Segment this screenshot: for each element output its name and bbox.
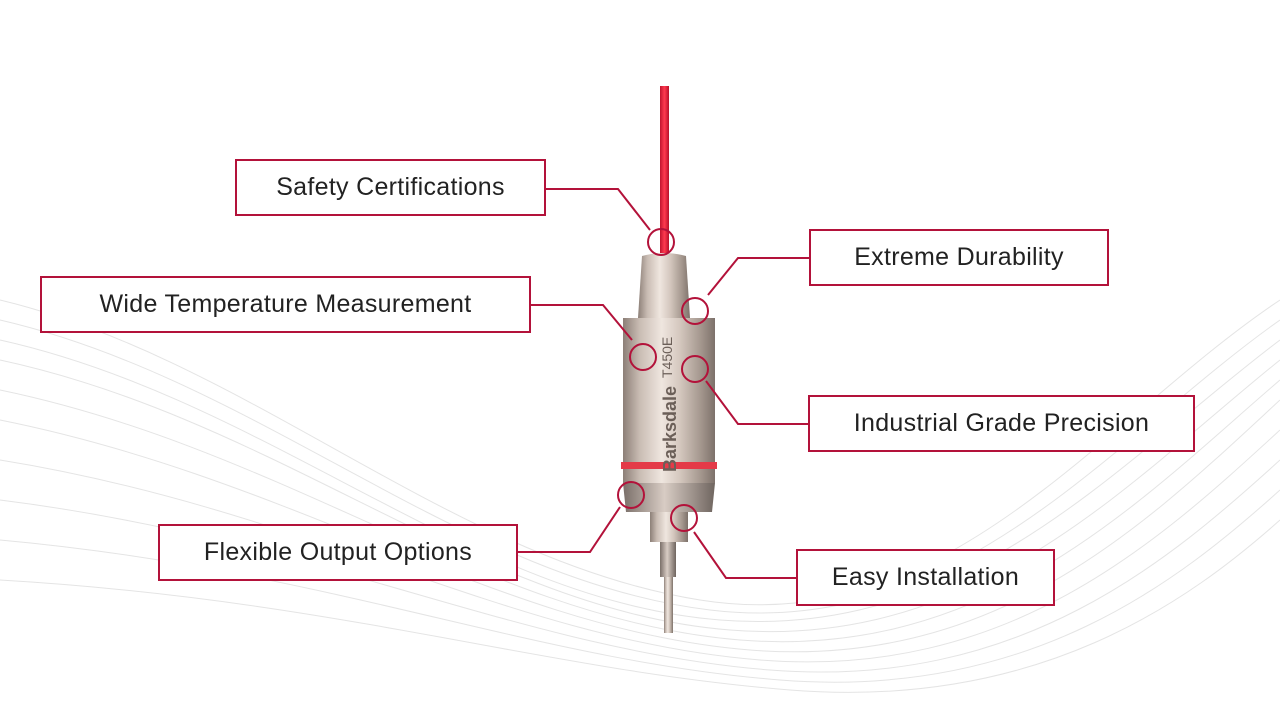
- marker-safety: [647, 228, 675, 256]
- sensor-main-body: [623, 318, 715, 468]
- leader-output: [518, 506, 621, 553]
- callout-label: Wide Temperature Measurement: [99, 290, 472, 318]
- marker-install: [670, 504, 698, 532]
- callout-label: Extreme Durability: [854, 243, 1064, 271]
- brand-marking: Barksdale: [660, 386, 680, 472]
- sensor-bottom-shoulder: [623, 483, 715, 512]
- callout-safety-certifications: Safety Certifications: [235, 159, 546, 216]
- leader-durability: [707, 257, 809, 296]
- leader-widetemp: [531, 304, 633, 341]
- callout-flexible-output-options: Flexible Output Options: [158, 524, 518, 581]
- callout-industrial-grade-precision: Industrial Grade Precision: [808, 395, 1195, 452]
- marker-output: [617, 481, 645, 509]
- callout-easy-installation: Easy Installation: [796, 549, 1055, 606]
- sensor-probe-tip: [664, 577, 673, 633]
- red-probe-rod: [660, 86, 669, 256]
- leader-precision: [705, 380, 808, 425]
- leader-safety: [546, 188, 651, 231]
- marker-precision: [681, 355, 709, 383]
- leader-lines: [518, 188, 809, 579]
- sensor-stem: [660, 542, 676, 577]
- model-marking: T450E: [659, 337, 675, 378]
- sensor-red-band: [621, 462, 717, 469]
- callout-wide-temperature-measurement: Wide Temperature Measurement: [40, 276, 531, 333]
- callout-label: Flexible Output Options: [203, 538, 473, 566]
- callout-extreme-durability: Extreme Durability: [809, 229, 1109, 286]
- background-waves: [0, 299, 1280, 693]
- leader-install: [693, 531, 796, 579]
- marker-durability: [681, 297, 709, 325]
- temperature-sensor: Barksdale T450E: [621, 86, 717, 633]
- marker-widetemp: [629, 343, 657, 371]
- callout-label: Safety Certifications: [276, 173, 505, 201]
- sensor-fitting: [650, 512, 688, 542]
- sensor-top-neck: [638, 253, 690, 318]
- callout-label: Industrial Grade Precision: [853, 409, 1150, 437]
- callout-label: Easy Installation: [831, 563, 1020, 591]
